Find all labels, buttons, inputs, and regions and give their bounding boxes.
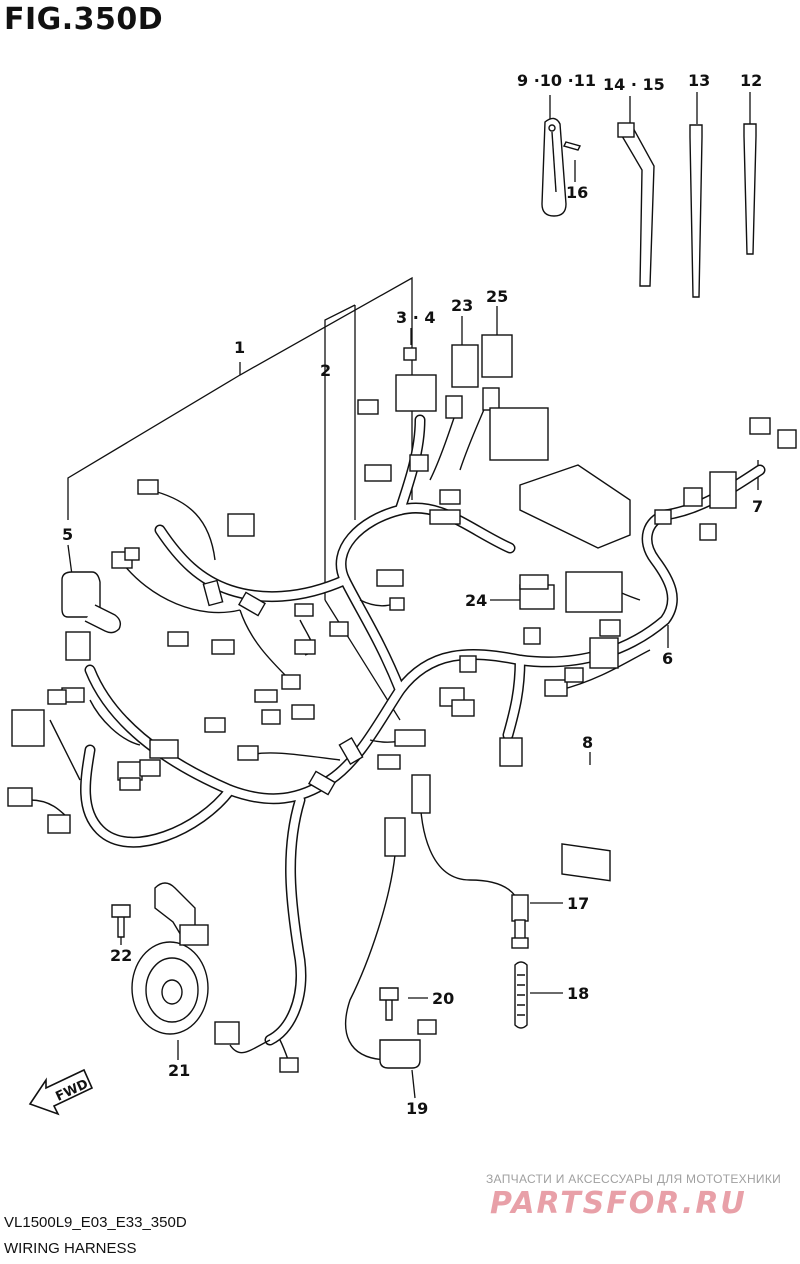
part-label-14-15: 14 · 15 — [603, 75, 665, 94]
switch-17 — [511, 894, 529, 922]
part-label-16: 16 — [566, 183, 588, 202]
model-code: VL1500L9_E03_E33_350D — [4, 1214, 187, 1231]
tie-13 — [689, 124, 703, 298]
fuse-3-4 — [403, 347, 417, 361]
part-label-5: 5 — [62, 525, 73, 544]
multi-pin-connector — [11, 709, 45, 747]
part-label-6: 6 — [662, 649, 673, 668]
ecm-unit — [519, 464, 631, 549]
tie-12 — [743, 123, 757, 255]
part-label-13: 13 — [688, 71, 710, 90]
junction-block — [489, 407, 549, 461]
tie-14-15 — [619, 125, 655, 287]
part-label-25: 25 — [486, 287, 508, 306]
screw-16 — [562, 141, 582, 151]
part-label-23: 23 — [451, 296, 473, 315]
part-label-24: 24 — [465, 591, 487, 610]
part-label-19: 19 — [406, 1099, 428, 1118]
bolt-22 — [111, 904, 131, 938]
part-label-20: 20 — [432, 989, 454, 1008]
part-label-1: 1 — [234, 338, 245, 357]
part-label-2: 2 — [320, 361, 331, 380]
relay-25 — [481, 334, 513, 378]
figure-title: FIG.350D — [4, 2, 164, 37]
sensor-19 — [379, 1039, 421, 1069]
watermark-tagline: ЗАПЧАСТИ И АКСЕССУАРЫ ДЛЯ МОТОТЕХНИКИ — [486, 1172, 782, 1186]
part-label-3-4: 3 · 4 — [396, 308, 435, 327]
watermark-logo: PARTSFOR.RU — [490, 1186, 747, 1221]
part-label-8: 8 — [582, 733, 593, 752]
part-label-7: 7 — [752, 497, 763, 516]
label-8 — [561, 843, 611, 882]
part-label-17: 17 — [567, 894, 589, 913]
multi-pin-connector — [565, 571, 623, 613]
leader-lines-harness — [67, 276, 413, 520]
fwd-arrow-icon: FWD — [28, 1068, 94, 1116]
relay-23 — [451, 344, 479, 388]
connector — [227, 513, 255, 537]
part-label-18: 18 — [567, 984, 589, 1003]
part-label-9-10-11: 9 ·10 ·11 — [517, 71, 596, 90]
bolt-20 — [379, 987, 399, 1021]
fuse-box — [395, 374, 437, 412]
part-label-12: 12 — [740, 71, 762, 90]
part-label-21: 21 — [168, 1061, 190, 1080]
sensor-5 — [61, 571, 101, 618]
section-name: WIRING HARNESS — [4, 1240, 137, 1257]
part-label-22: 22 — [110, 946, 132, 965]
